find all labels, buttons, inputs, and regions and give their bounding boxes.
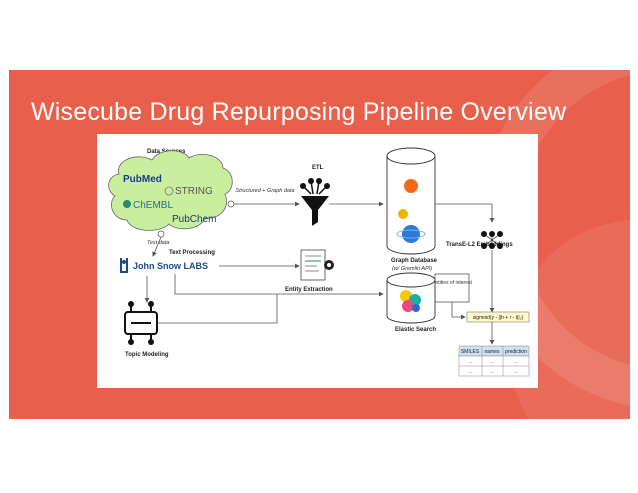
table-cell: ... <box>514 369 518 375</box>
diagram-panel: Data Sources PubMed STRING ChEMBL PubChe… <box>97 134 538 388</box>
connector-dot <box>227 200 235 208</box>
structured-label: Structured + Graph data <box>235 188 294 194</box>
elastic-search-icon <box>386 272 436 324</box>
table-header-prediction: prediction <box>505 349 527 355</box>
graph-db-label: Graph Database <box>391 258 438 264</box>
table-cell: ... <box>468 359 472 365</box>
table-cell: ... <box>468 369 472 375</box>
john-snow-labs-text: John Snow LABS <box>133 261 208 271</box>
arrow-entities <box>451 302 466 320</box>
text-data-label: Text data <box>147 240 169 246</box>
document-gear-icon <box>300 249 334 281</box>
data-sources-cloud <box>108 150 233 231</box>
table-header-smiles: SMILES <box>461 349 480 355</box>
topic-modeling-label: Topic Modeling <box>125 352 169 358</box>
text-processing-label: Text Processing <box>169 250 215 256</box>
graph-database-icon <box>386 147 436 255</box>
transe-label: TransE-L2 Embeddings <box>446 242 513 248</box>
entity-extraction-label: Entity Extraction <box>285 287 333 293</box>
chembl-logo: ChEMBL <box>133 200 173 211</box>
john-snow-labs-logo <box>120 258 128 273</box>
elastic-label: Elastic Search <box>395 327 436 333</box>
entities-box <box>434 273 470 303</box>
graph-db-sub: (w/ Gremlin API) <box>392 266 432 272</box>
arrow-text-data <box>152 236 162 257</box>
table-cell: ... <box>514 359 518 365</box>
table-cell: ... <box>490 359 494 365</box>
formula: sigmoid(γ - ||h + r - t||₂) <box>473 315 524 321</box>
pipeline-diagram: Data Sources PubMed STRING ChEMBL PubChe… <box>108 147 530 377</box>
formula-box <box>466 311 530 323</box>
connector-dot <box>157 230 165 238</box>
pubmed-logo: PubMed <box>123 174 162 185</box>
funnel-icon <box>300 178 330 226</box>
slide-title: Wisecube Drug Repurposing Pipeline Overv… <box>31 98 567 126</box>
table-cell: ... <box>490 369 494 375</box>
topic-modeling-icon <box>124 301 158 345</box>
string-icon <box>164 186 174 196</box>
prediction-table <box>458 345 530 377</box>
arrow-topic-elastic <box>157 294 278 324</box>
entities-label: Entities of interest <box>432 280 472 286</box>
arrow-jsl-elastic <box>174 274 384 297</box>
pubchem-logo: PubChem <box>172 214 216 225</box>
etl-label: ETL <box>312 165 324 171</box>
string-logo: STRING <box>175 186 213 197</box>
table-header-names: names <box>484 349 500 355</box>
neural-net-icon <box>481 231 503 249</box>
chembl-icon <box>123 200 131 208</box>
